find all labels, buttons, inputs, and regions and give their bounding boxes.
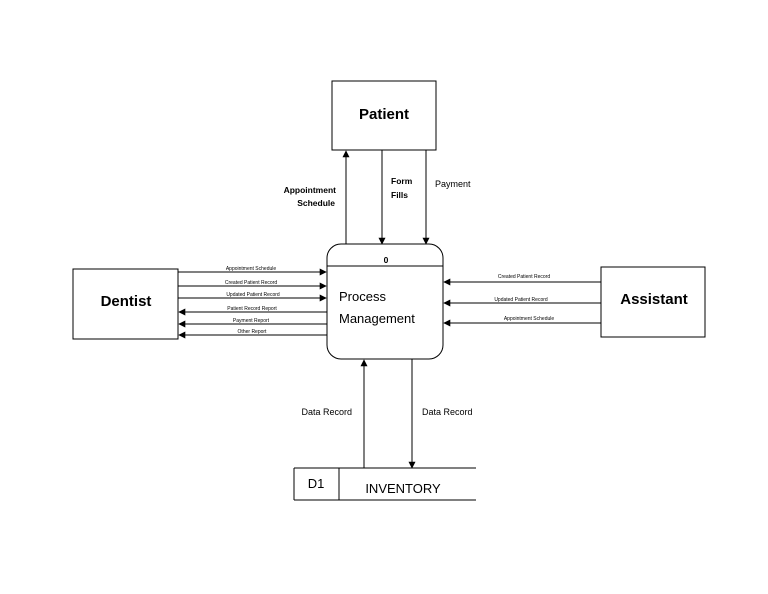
process-name-line1: Process [339,289,386,304]
flow-label-appointment-line2: Schedule [297,198,335,208]
flow-label-dentist-3: Updated Patient Record [226,292,280,298]
process-number: 0 [384,255,389,265]
flow-label-form-line2: Fills [391,190,408,200]
flow-label-dentist-4: Patient Record Report [227,306,277,312]
datastore-name: INVENTORY [365,481,441,496]
flow-label-assistant-1: Created Patient Record [498,274,550,280]
dentist-label: Dentist [101,293,152,310]
patient-entity [331,80,437,151]
process-name-line2: Management [339,311,415,326]
flow-label-payment: Payment [435,179,471,189]
assistant-label: Assistant [620,291,688,308]
flow-label-data-record-down: Data Record [422,407,473,417]
flow-label-dentist-6: Other Report [238,329,268,335]
dentist-entity [72,268,179,340]
assistant-entity [600,266,706,338]
flow-label-assistant-2: Updated Patient Record [494,297,548,303]
flow-label-dentist-5: Payment Report [233,318,270,324]
flow-label-form-line1: Form [391,176,413,186]
flow-label-data-record-up: Data Record [301,407,352,417]
datastore-id: D1 [308,476,325,491]
flow-label-dentist-2: Created Patient Record [225,280,277,286]
patient-label: Patient [359,106,409,123]
flow-label-assistant-3: Appointment Schedule [504,316,555,322]
flow-label-appointment-line1: Appointment [284,185,337,195]
flow-label-dentist-1: Appointment Schedule [226,266,277,272]
